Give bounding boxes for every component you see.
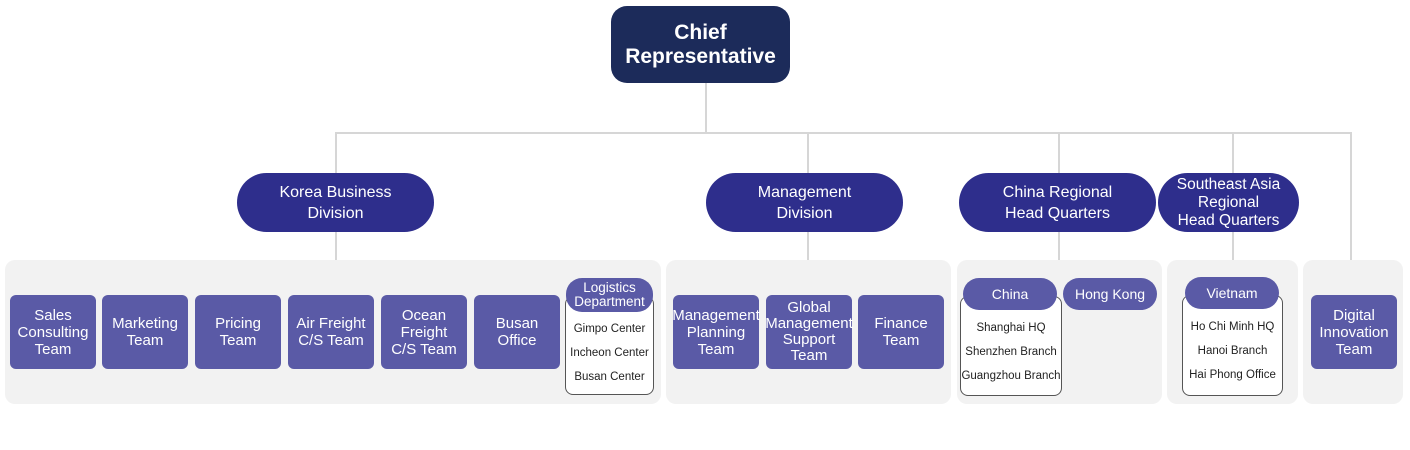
list-item: Hanoi Branch <box>1197 345 1268 357</box>
ocean-freight-cs-team[interactable]: Ocean Freight C/S Team <box>381 295 467 369</box>
china-pill[interactable]: China <box>963 278 1057 310</box>
digital-innovation-team[interactable]: Digital Innovation Team <box>1311 295 1397 369</box>
list-item: Incheon Center <box>570 347 649 359</box>
air-freight-cs-team[interactable]: Air Freight C/S Team <box>288 295 374 369</box>
connector-chief-down <box>705 83 707 133</box>
vietnam-offices-list: Ho Chi Minh HQ Hanoi Branch Hai Phong Of… <box>1182 295 1283 396</box>
marketing-team[interactable]: Marketing Team <box>102 295 188 369</box>
list-item: Ho Chi Minh HQ <box>1190 321 1275 333</box>
chief-representative-box[interactable]: Chief Representative <box>611 6 790 83</box>
southeast-asia-regional-hq[interactable]: Southeast Asia Regional Head Quarters <box>1158 173 1299 232</box>
list-item: Gimpo Center <box>573 323 646 335</box>
korea-business-division[interactable]: Korea Business Division <box>237 173 434 232</box>
hong-kong-pill[interactable]: Hong Kong <box>1063 278 1157 310</box>
busan-office[interactable]: Busan Office <box>474 295 560 369</box>
management-planning-team[interactable]: Management Planning Team <box>672 295 760 369</box>
pricing-team[interactable]: Pricing Team <box>195 295 281 369</box>
vietnam-pill[interactable]: Vietnam <box>1185 277 1279 309</box>
logistics-centers-list: Gimpo Center Incheon Center Busan Center <box>565 296 654 395</box>
list-item: Guangzhou Branch <box>961 370 1061 382</box>
finance-team[interactable]: Finance Team <box>858 295 944 369</box>
global-management-support-team[interactable]: Global Management Support Team <box>765 295 853 369</box>
logistics-department-pill[interactable]: Logistics Department <box>566 278 653 312</box>
management-division[interactable]: Management Division <box>706 173 903 232</box>
sales-consulting-team[interactable]: Sales Consulting Team <box>10 295 96 369</box>
china-branches-list: Shanghai HQ Shenzhen Branch Guangzhou Br… <box>960 296 1062 396</box>
china-regional-hq[interactable]: China Regional Head Quarters <box>959 173 1156 232</box>
list-item: Shanghai HQ <box>976 322 1046 334</box>
list-item: Hai Phong Office <box>1189 369 1276 381</box>
connector-horizontal <box>335 132 1352 134</box>
list-item: Shenzhen Branch <box>965 346 1057 358</box>
connector-digital <box>1350 132 1352 260</box>
list-item: Busan Center <box>574 371 645 383</box>
